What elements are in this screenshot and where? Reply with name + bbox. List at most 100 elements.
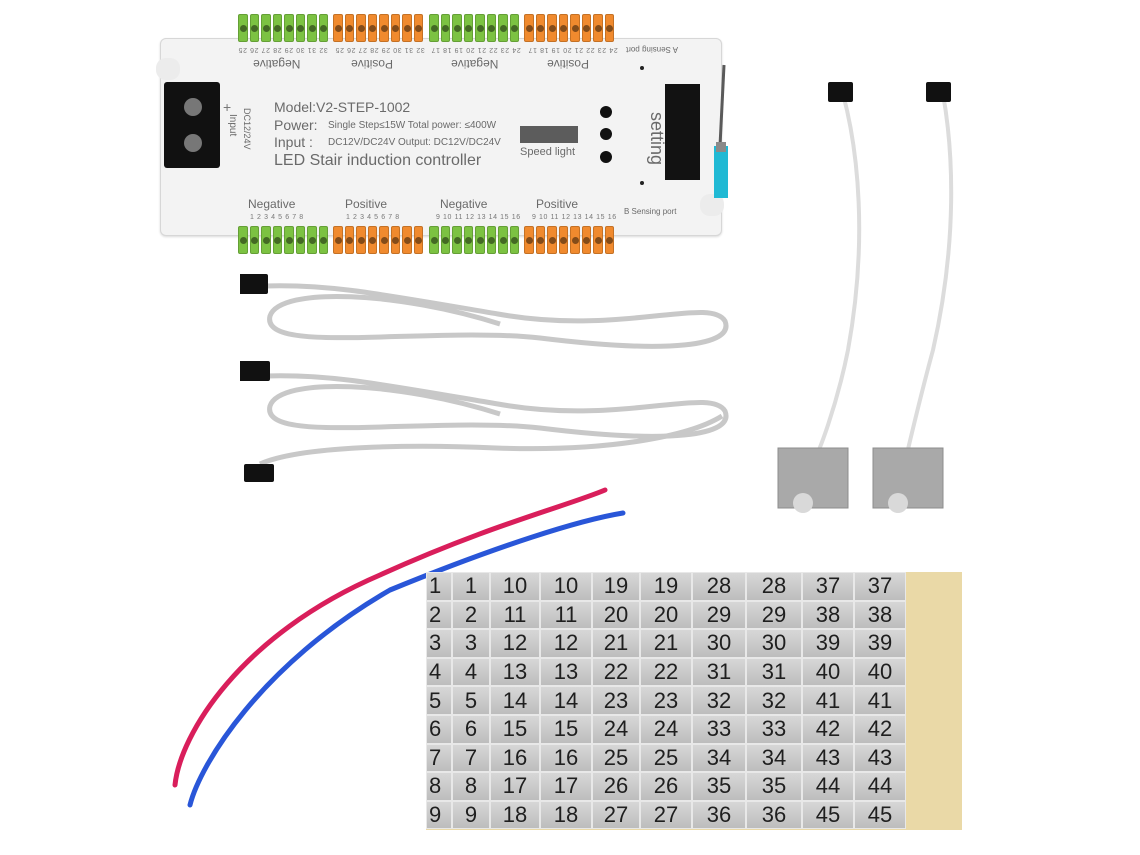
b-sensing-port-label: B Sensing port: [624, 207, 677, 216]
label-cell: 45: [854, 800, 906, 830]
label-cell: 29: [746, 600, 802, 630]
label-cell: 2: [452, 600, 490, 630]
label-cell: 11: [540, 600, 592, 630]
label-cell: 27: [640, 800, 692, 830]
label-cell: 17: [490, 772, 540, 801]
input-label: Input: [227, 114, 238, 137]
terminal-block-top-4: [523, 14, 615, 42]
label-cell: 23: [640, 686, 692, 715]
label-cell: 26: [592, 772, 640, 801]
top-numbers-3: 24 23 22 21 20 19 18 17: [431, 46, 521, 53]
label-cell: 43: [802, 743, 854, 773]
label-cell: 28: [692, 572, 746, 601]
a-sensing-port-label: A Sensing port: [626, 45, 679, 54]
label-cell: 15: [540, 714, 592, 744]
label-cell: 36: [746, 800, 802, 830]
top-label-3: Negative: [451, 57, 499, 71]
setting-button-2[interactable]: [600, 128, 612, 140]
label-cell: 8: [452, 772, 490, 801]
label-cell: 7: [426, 743, 452, 773]
label-cell: 19: [592, 572, 640, 601]
input-detail-label: Input :: [274, 134, 313, 150]
top-label-1: Negative: [253, 57, 301, 71]
label-cell: 33: [746, 714, 802, 744]
top-numbers-4: 24 23 22 21 20 19 18 17: [528, 46, 618, 53]
label-cell: 18: [540, 800, 592, 830]
controller-title: LED Stair induction controller: [274, 152, 482, 169]
bottom-label-4: Positive: [536, 197, 579, 211]
power-detail: Single Step≤15W Total power: ≤400W: [328, 120, 497, 131]
label-cell: 45: [802, 800, 854, 830]
stair-controller-module: [160, 38, 722, 236]
setting-button-1[interactable]: [600, 106, 612, 118]
extension-cables: [240, 274, 729, 482]
label-cell: 1: [452, 572, 490, 601]
label-cell: 30: [746, 629, 802, 658]
label-cell: 25: [592, 743, 640, 773]
label-cell: 9: [452, 800, 490, 830]
label-cell: 16: [540, 743, 592, 773]
label-cell: 31: [692, 657, 746, 687]
label-cell: 20: [592, 600, 640, 630]
label-cell: 32: [692, 686, 746, 715]
label-cell: 12: [540, 629, 592, 658]
label-cell: 21: [640, 629, 692, 658]
bottom-numbers-3: 9 10 11 12 13 14 15 16: [436, 214, 521, 221]
label-cell: 44: [802, 772, 854, 801]
label-cell: 12: [490, 629, 540, 658]
terminal-block-top-2: [332, 14, 424, 42]
bottom-numbers-1: 1 2 3 4 5 6 7 8: [250, 214, 304, 221]
label-cell: 32: [746, 686, 802, 715]
label-cell: 22: [640, 657, 692, 687]
label-cell: 34: [746, 743, 802, 773]
terminal-block-bottom-4: [523, 226, 615, 254]
top-numbers-2: 32 31 30 29 28 27 26 25: [335, 46, 425, 53]
label-cell: 6: [426, 714, 452, 744]
label-cell: 38: [854, 600, 906, 630]
label-cell: 26: [640, 772, 692, 801]
label-cell: 37: [854, 572, 906, 601]
label-cell: 39: [802, 629, 854, 658]
terminal-block-bottom-1: [237, 226, 329, 254]
label-cell: 42: [802, 714, 854, 744]
terminal-block-top-1: [237, 14, 329, 42]
label-cell: 24: [640, 714, 692, 744]
label-cell: 37: [802, 572, 854, 601]
label-cell: 40: [802, 657, 854, 687]
label-cell: 16: [490, 743, 540, 773]
indicator-dot-bottom: [640, 181, 644, 185]
label-cell: 15: [490, 714, 540, 744]
setting-button-3[interactable]: [600, 151, 612, 163]
label-cell: 25: [640, 743, 692, 773]
label-cell: 13: [540, 657, 592, 687]
label-cell: 29: [692, 600, 746, 630]
screwdriver: [714, 64, 728, 198]
label-cell: 41: [854, 686, 906, 715]
power-wires: [172, 487, 626, 808]
sensor-pair: [777, 82, 954, 513]
label-cell: 24: [592, 714, 640, 744]
label-cell: 39: [854, 629, 906, 658]
speed-light-label: Speed light: [520, 146, 576, 158]
label-cell: 10: [540, 572, 592, 601]
label-cell: 2: [426, 600, 452, 630]
terminal-block-bottom-3: [428, 226, 520, 254]
label-cell: 10: [490, 572, 540, 601]
label-cell: 14: [540, 686, 592, 715]
label-cell: 3: [452, 629, 490, 658]
label-cell: 41: [802, 686, 854, 715]
label-cell: 19: [640, 572, 692, 601]
setting-label: setting: [647, 111, 668, 166]
label-cell: 8: [426, 772, 452, 801]
bottom-numbers-2: 1 2 3 4 5 6 7 8: [346, 214, 400, 221]
label-cell: 28: [746, 572, 802, 601]
label-cell: 43: [854, 743, 906, 773]
label-cell: 13: [490, 657, 540, 687]
label-cell: 31: [746, 657, 802, 687]
model-label: Model:V2-STEP-1002: [274, 99, 411, 115]
label-cell: 5: [426, 686, 452, 715]
label-cell: 4: [426, 657, 452, 687]
label-cell: 35: [746, 772, 802, 801]
power-label: Power:: [274, 117, 318, 133]
